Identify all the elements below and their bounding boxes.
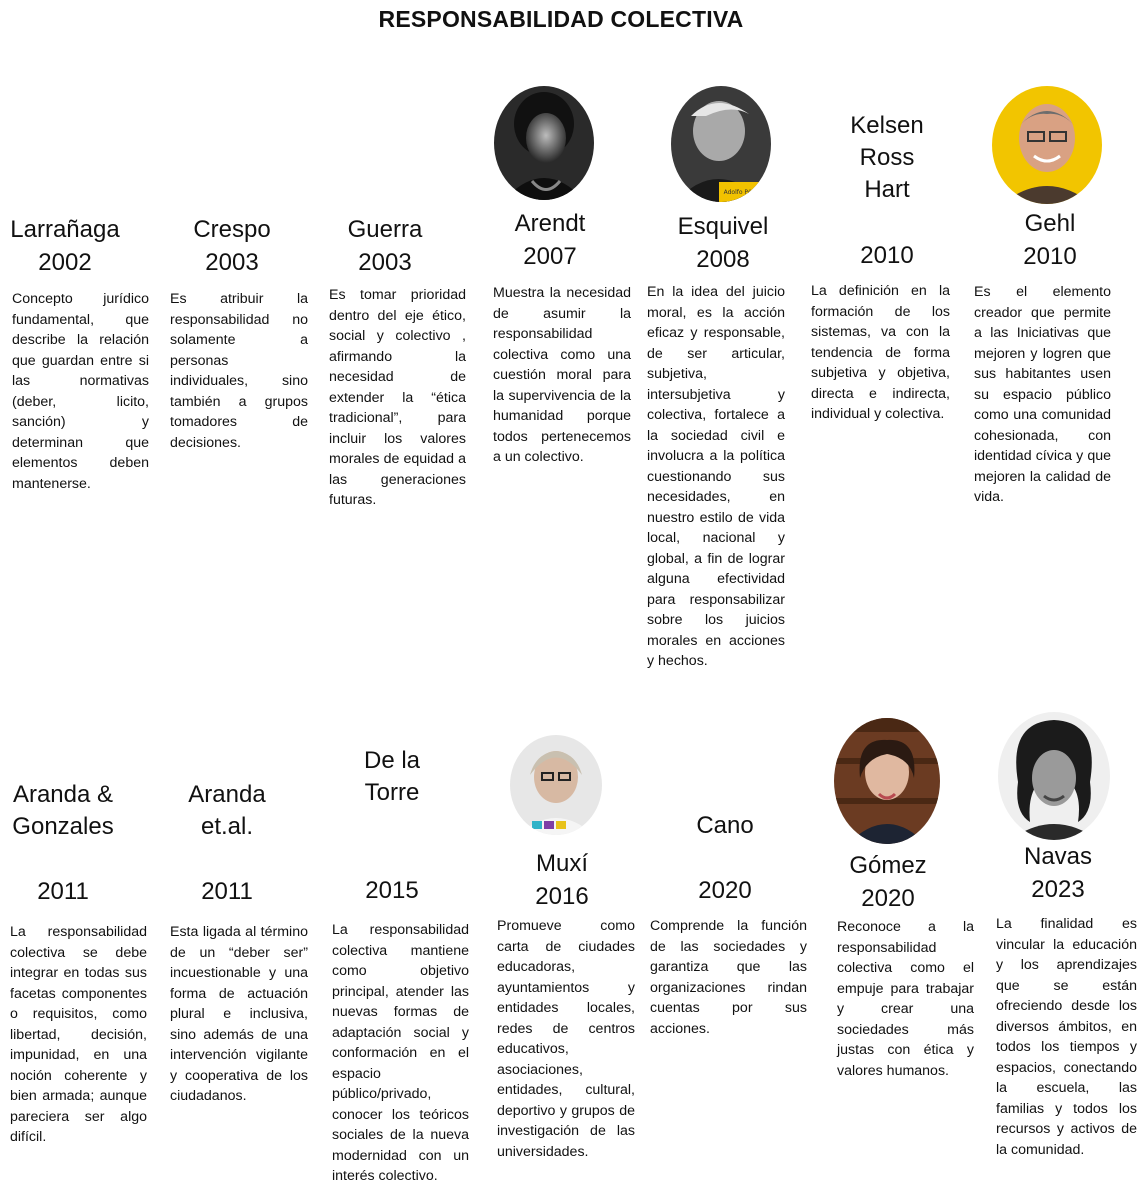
- author-name-navas: Navas: [1023, 843, 1093, 870]
- author-name-muxi: Muxí: [535, 850, 588, 877]
- author-year-larranaga: 2002: [38, 249, 92, 276]
- author-name-kelsen-ross-hart: Kelsen Ross Hart: [850, 112, 924, 203]
- author-desc-aranda-gonzales: La responsabilidad colectiva se debe int…: [10, 924, 147, 1145]
- author-desc-larranaga: Concepto jurídico fundamental, que descr…: [12, 291, 149, 492]
- author-desc-de-la-torre: La responsabilidad colectiva mantiene co…: [332, 922, 469, 1184]
- author-desc-aranda-etal: Esta ligada al término de un “deber ser”…: [170, 924, 308, 1104]
- author-name-aranda-gonzales: Aranda & Gonzales: [12, 781, 114, 840]
- author-desc-crespo: Es atribuir la responsabilidad no solame…: [170, 291, 308, 451]
- author-desc-guerra: Es tomar prioridad dentro del eje ético,…: [329, 287, 466, 508]
- author-name-gehl: Gehl: [1024, 210, 1076, 237]
- author-year-muxi: 2016: [535, 883, 589, 910]
- author-year-cano: 2020: [698, 877, 752, 904]
- author-name-de-la-torre: De la Torre: [363, 747, 421, 806]
- gehl-photo: [992, 86, 1102, 204]
- author-name-larranaga: Larrañaga: [10, 216, 120, 243]
- author-year-navas: 2023: [1031, 876, 1085, 903]
- author-name-aranda-etal: Aranda et.al.: [188, 781, 266, 840]
- gomez-photo: [834, 718, 940, 844]
- author-desc-kelsen-ross-hart: La definición en la formación de los sis…: [811, 283, 950, 422]
- author-name-guerra: Guerra: [347, 216, 423, 243]
- author-name-esquivel: Esquivel: [677, 213, 769, 240]
- page-title: RESPONSABILIDAD COLECTIVA: [378, 6, 744, 32]
- author-desc-gomez: Reconoce a la responsabilidad colectiva …: [837, 919, 974, 1079]
- author-year-kelsen-ross-hart: 2010: [860, 242, 914, 269]
- author-desc-navas: La finalidad es vincular la educación y …: [996, 916, 1137, 1158]
- author-desc-cano: Comprende la función de las sociedades y…: [650, 918, 807, 1037]
- author-desc-muxi: Promueve como carta de ciudades educador…: [497, 918, 635, 1160]
- author-desc-esquivel: En la idea del juicio moral, es la acció…: [647, 284, 785, 669]
- author-year-arendt: 2007: [523, 243, 577, 270]
- author-name-arendt: Arendt: [514, 210, 586, 237]
- author-name-gomez: Gómez: [849, 852, 927, 879]
- author-year-de-la-torre: 2015: [365, 877, 419, 904]
- author-name-cano: Cano: [696, 812, 754, 839]
- author-year-crespo: 2003: [205, 249, 259, 276]
- author-desc-gehl: Es el elemento creador que permite a las…: [974, 284, 1111, 505]
- author-year-gomez: 2020: [861, 885, 915, 912]
- navas-photo: [998, 712, 1110, 840]
- author-year-esquivel: 2008: [696, 246, 750, 273]
- author-desc-arendt: Muestra la necesidad de asumir la respon…: [493, 285, 631, 465]
- author-year-gehl: 2010: [1023, 243, 1077, 270]
- arendt-photo: [494, 86, 594, 200]
- esquivel-photo-caption: Adolfo Pérez E: [724, 189, 767, 196]
- author-year-guerra: 2003: [358, 249, 412, 276]
- esquivel-photo: Adolfo Pérez E: [671, 86, 771, 202]
- author-year-aranda-etal: 2011: [201, 878, 253, 905]
- author-name-crespo: Crespo: [193, 216, 271, 243]
- author-year-aranda-gonzales: 2011: [37, 878, 89, 905]
- muxi-photo: [510, 735, 602, 835]
